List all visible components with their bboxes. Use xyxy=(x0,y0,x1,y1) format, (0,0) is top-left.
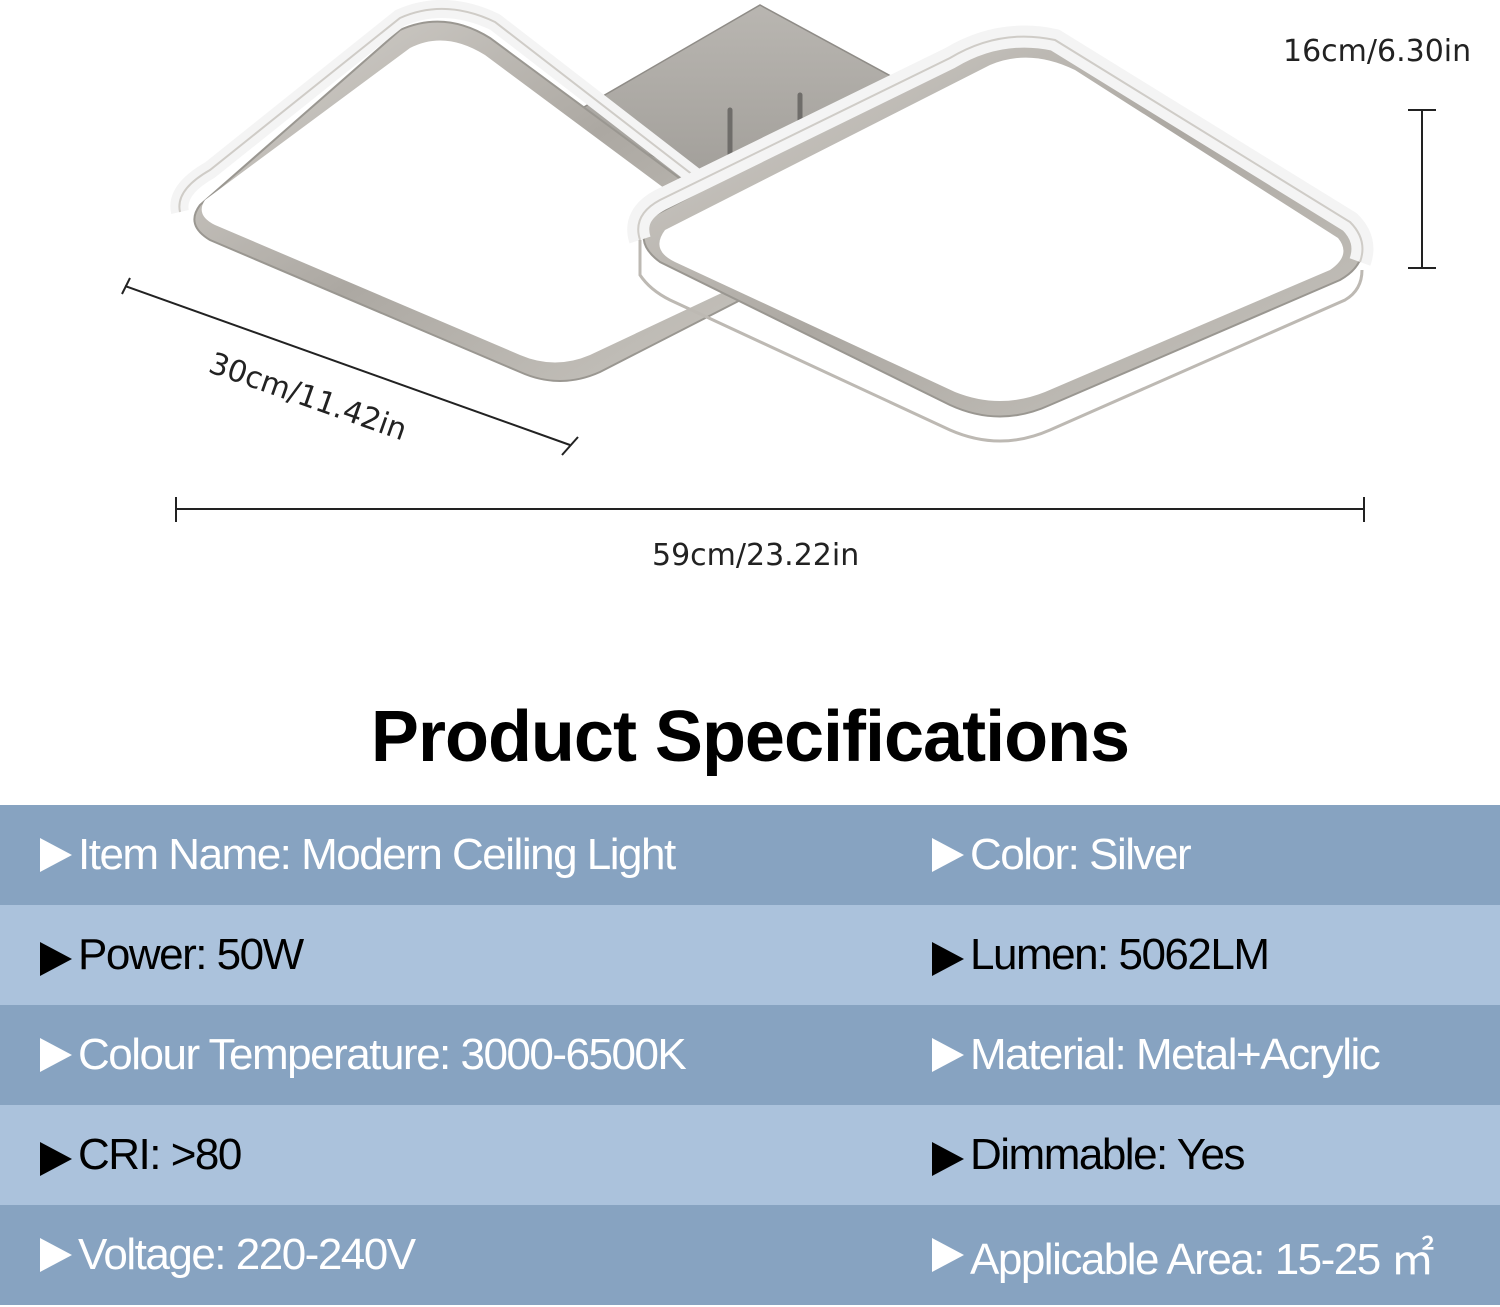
spec-material: Material: Metal+Acrylic xyxy=(932,1005,1381,1105)
product-figure: 16cm/6.30in 30cm/11.42in 59cm/23.22in xyxy=(0,0,1500,640)
width-dimension-label: 59cm/23.22in xyxy=(652,538,860,573)
right-triangle-icon xyxy=(932,942,964,976)
spec-item-name: Item Name: Modern Ceiling Light xyxy=(40,805,676,905)
spec-lumen: Lumen: 5062LM xyxy=(932,905,1270,1005)
height-dimension-label: 16cm/6.30in xyxy=(1283,34,1472,69)
right-triangle-icon xyxy=(932,1238,964,1272)
spec-row: Voltage: 220-240V Applicable Area: 15-25… xyxy=(0,1205,1500,1305)
spec-dimmable: Dimmable: Yes xyxy=(932,1105,1245,1205)
spec-row: Power: 50W Lumen: 5062LM xyxy=(0,905,1500,1005)
spec-power: Power: 50W xyxy=(40,905,304,1005)
spec-row: CRI: >80 Dimmable: Yes xyxy=(0,1105,1500,1205)
spec-colour-temperature: Colour Temperature: 3000-6500K xyxy=(40,1005,687,1105)
right-triangle-icon xyxy=(40,1142,72,1176)
right-square-frame xyxy=(627,25,1374,443)
right-triangle-icon xyxy=(40,838,72,872)
spec-applicable-area: Applicable Area: 15-25 ㎡ xyxy=(932,1205,1434,1305)
right-triangle-icon xyxy=(932,1038,964,1072)
specs-title: Product Specifications xyxy=(370,697,1130,777)
spec-voltage: Voltage: 220-240V xyxy=(40,1205,416,1305)
width-dimension-line xyxy=(175,497,1365,522)
spec-cri: CRI: >80 xyxy=(40,1105,242,1205)
depth-dimension-line xyxy=(121,277,579,456)
left-square-frame xyxy=(170,0,796,382)
spec-color: Color: Silver xyxy=(932,805,1192,905)
specs-table: Item Name: Modern Ceiling Light Color: S… xyxy=(0,805,1500,1305)
right-triangle-icon xyxy=(40,1038,72,1072)
height-dimension-line xyxy=(1408,109,1436,269)
spec-row: Item Name: Modern Ceiling Light Color: S… xyxy=(0,805,1500,905)
right-triangle-icon xyxy=(40,942,72,976)
right-triangle-icon xyxy=(932,838,964,872)
right-triangle-icon xyxy=(932,1142,964,1176)
ceiling-light-illustration xyxy=(121,0,1436,522)
spec-row: Colour Temperature: 3000-6500K Material:… xyxy=(0,1005,1500,1105)
right-triangle-icon xyxy=(40,1238,72,1272)
